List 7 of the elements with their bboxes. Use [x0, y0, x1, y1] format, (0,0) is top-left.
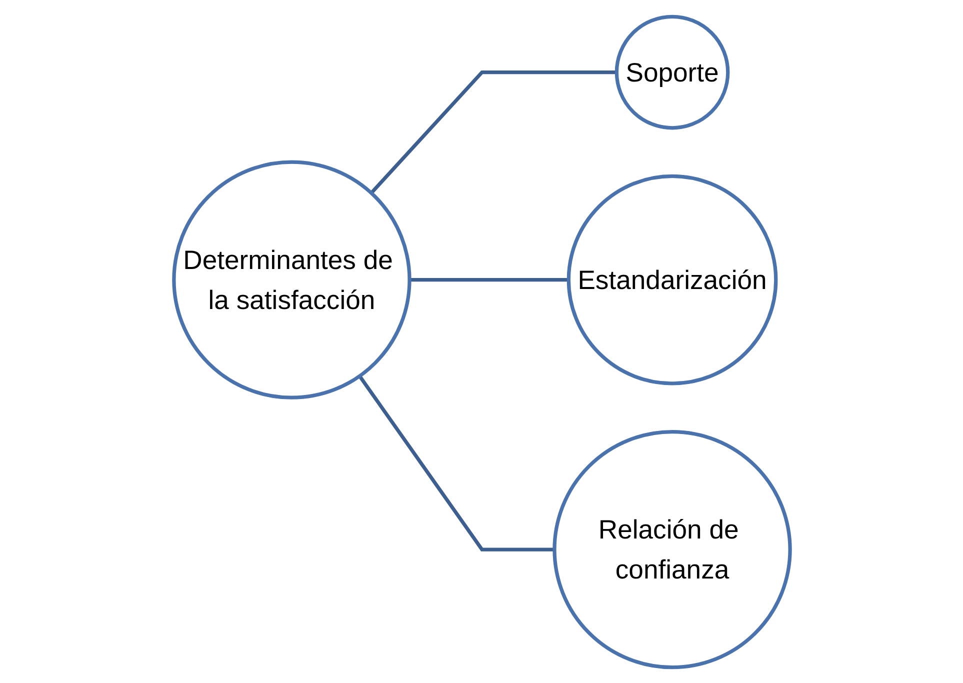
node-circle: Relación de confianza: [552, 429, 792, 669]
node-circle: Estandarización: [566, 174, 778, 385]
connector: [358, 374, 554, 551]
connector: [369, 70, 616, 194]
node-circle: Determinantes de la satisfacción: [172, 160, 411, 399]
connector: [409, 278, 568, 282]
node-circle: Soporte: [614, 14, 730, 130]
